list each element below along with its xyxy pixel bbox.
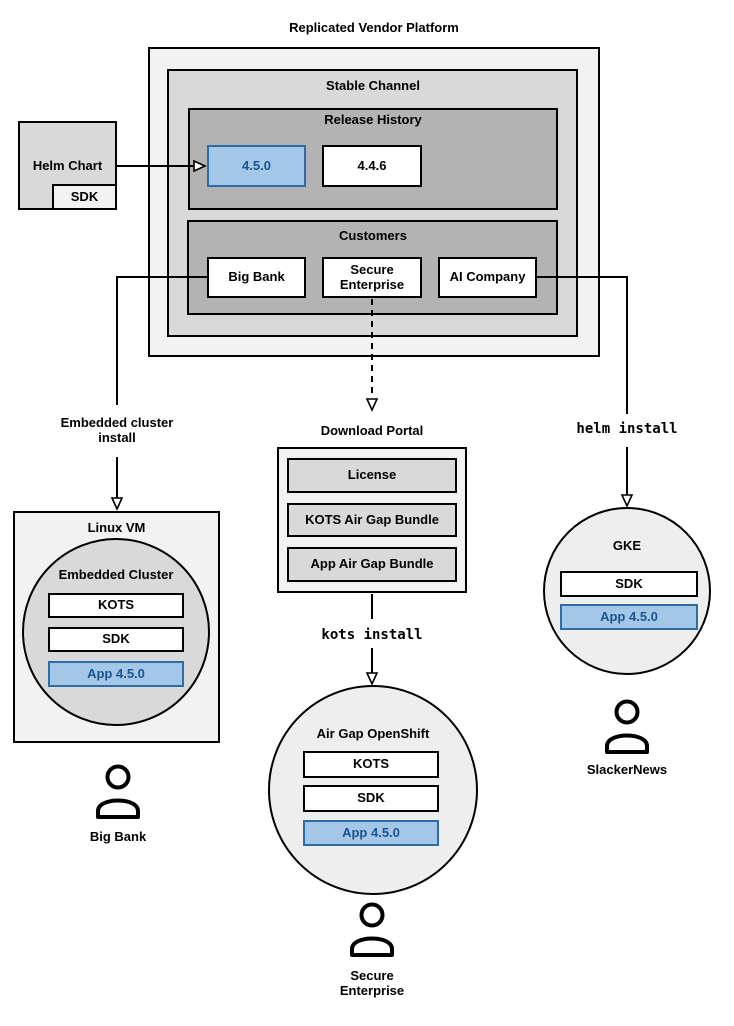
download-portal-title: Download Portal — [320, 423, 424, 438]
helm-chart-label: Helm Chart — [32, 158, 103, 173]
app-version-box: App 4.5.0 — [560, 604, 698, 630]
license-box: License — [287, 458, 457, 493]
kots-airgap-bundle-box: KOTS Air Gap Bundle — [287, 503, 457, 537]
gke-title: GKE — [612, 538, 642, 553]
kots-box: KOTS — [48, 593, 184, 618]
app-airgap-bundle-box: App Air Gap Bundle — [287, 547, 457, 582]
kots-box: KOTS — [303, 751, 439, 778]
embedded-cluster-install-label: Embedded cluster install — [60, 415, 174, 445]
user-icon — [605, 699, 649, 754]
kots-install-label: kots install — [321, 627, 423, 643]
helm-chart-sdk-box: SDK — [52, 184, 117, 210]
app-version-box: App 4.5.0 — [303, 820, 439, 846]
release-446-box: 4.4.6 — [322, 145, 422, 187]
customer-big-bank-box: Big Bank — [207, 257, 306, 298]
sdk-box: SDK — [303, 785, 439, 812]
secure-enterprise-user-label: Secure Enterprise — [339, 968, 405, 998]
app-version-box: App 4.5.0 — [48, 661, 184, 687]
customers-title: Customers — [339, 228, 407, 243]
platform-title: Replicated Vendor Platform — [289, 20, 459, 35]
linux-vm-title: Linux VM — [87, 520, 146, 535]
slackernews-user-label: SlackerNews — [586, 762, 668, 777]
customer-secure-enterprise-box: Secure Enterprise — [322, 257, 422, 298]
stable-channel-title: Stable Channel — [326, 78, 420, 93]
release-450-box: 4.5.0 — [207, 145, 306, 187]
sdk-box: SDK — [48, 627, 184, 652]
big-bank-user-label: Big Bank — [89, 829, 147, 844]
customer-ai-company-box: AI Company — [438, 257, 537, 298]
user-icon — [96, 764, 140, 819]
helm-install-label: helm install — [576, 421, 678, 437]
sdk-box: SDK — [560, 571, 698, 597]
embedded-cluster-title: Embedded Cluster — [58, 567, 174, 582]
release-history-title: Release History — [324, 112, 422, 127]
user-icon — [350, 902, 394, 957]
openshift-title: Air Gap OpenShift — [316, 726, 430, 741]
